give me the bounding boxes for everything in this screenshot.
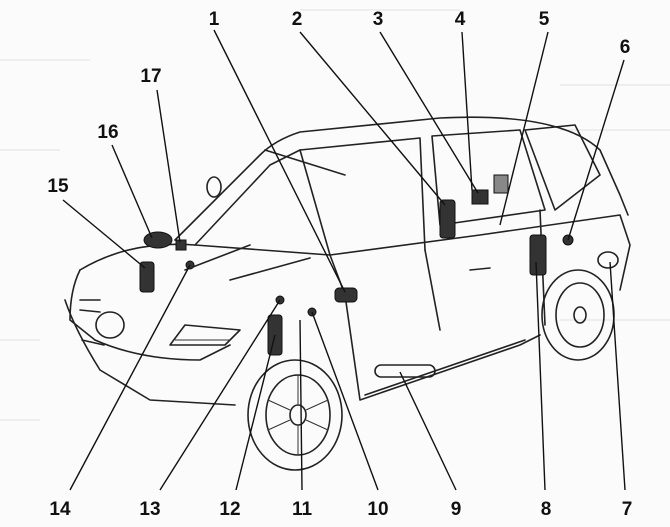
component-2 xyxy=(439,199,456,239)
component-4 xyxy=(493,174,509,194)
callout-11: 11 xyxy=(292,499,313,520)
component-3 xyxy=(471,189,489,205)
callout-15: 15 xyxy=(47,176,69,197)
callout-5: 5 xyxy=(539,9,550,30)
component-15 xyxy=(139,261,155,293)
callout-16: 16 xyxy=(97,122,118,143)
leader-lines xyxy=(62,29,626,491)
callout-1: 1 xyxy=(209,9,220,30)
component-8 xyxy=(529,234,547,276)
component-17 xyxy=(175,239,187,251)
callout-3: 3 xyxy=(373,9,384,30)
car-outline xyxy=(64,116,631,471)
callout-7: 7 xyxy=(622,499,633,520)
callout-10: 10 xyxy=(367,499,388,520)
component-1 xyxy=(334,287,358,303)
callout-17: 17 xyxy=(140,66,161,87)
components xyxy=(139,174,574,356)
callout-14: 14 xyxy=(49,499,71,520)
callout-labels: 1 2 3 4 5 6 7 8 9 10 11 12 13 14 15 16 1… xyxy=(47,9,632,520)
callout-12: 12 xyxy=(219,499,240,520)
callout-4: 4 xyxy=(455,9,466,30)
callout-13: 13 xyxy=(139,499,160,520)
callout-2: 2 xyxy=(292,9,303,30)
callout-9: 9 xyxy=(451,499,462,520)
callout-8: 8 xyxy=(541,499,552,520)
callout-6: 6 xyxy=(620,37,631,58)
component-16 xyxy=(143,231,173,249)
